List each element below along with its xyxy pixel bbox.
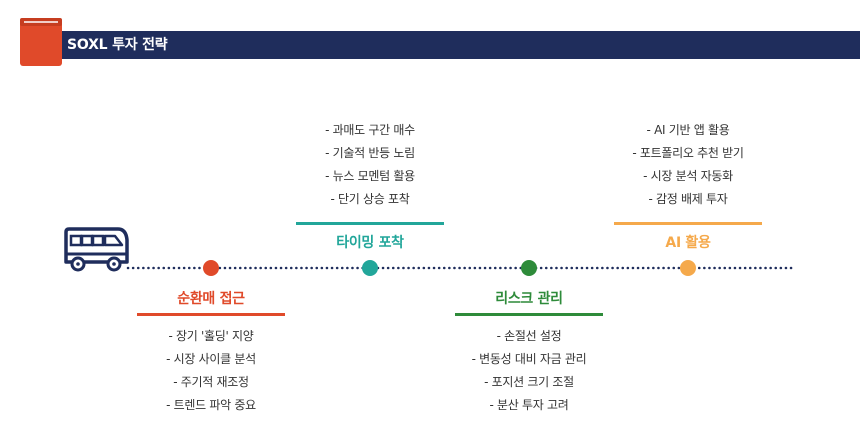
stage-underline-4: [614, 222, 762, 225]
header-bar: [40, 31, 860, 59]
timeline-node-3: [521, 260, 537, 276]
list-item: - 분산 투자 고려: [489, 398, 569, 412]
list-item: - 뉴스 모멘텀 활용: [325, 169, 415, 183]
list-item: - 과매도 구간 매수: [325, 123, 415, 137]
list-item: - AI 기반 앱 활용: [646, 123, 730, 137]
timeline-node-1: [203, 260, 219, 276]
timeline-node-2: [362, 260, 378, 276]
list-item: - 장기 '홀딩' 지양: [168, 329, 254, 343]
stage-title-3: 리스크 관리: [495, 291, 563, 307]
bus-icon: [64, 227, 129, 272]
stage-title-4: AI 활용: [665, 235, 711, 251]
list-item: - 포트폴리오 추천 받기: [632, 146, 744, 160]
stage-title-2: 타이밍 포착: [336, 235, 404, 251]
stage-list-4: - AI 기반 앱 활용 - 포트폴리오 추천 받기 - 시장 분석 자동화 -…: [593, 119, 783, 211]
page-title: SOXL 투자 전략: [67, 37, 168, 53]
stage-list-3: - 손절선 설정 - 변동성 대비 자금 관리 - 포지션 크기 조절 - 분산…: [434, 325, 624, 417]
list-item: - 시장 사이클 분석: [166, 352, 256, 366]
list-item: - 손절선 설정: [496, 329, 562, 343]
list-item: - 기술적 반등 노림: [325, 146, 415, 160]
list-item: - 변동성 대비 자금 관리: [471, 352, 587, 366]
list-item: - 주기적 재조정: [173, 375, 249, 389]
stage-underline-2: [296, 222, 444, 225]
list-item: - 단기 상승 포착: [330, 192, 410, 206]
stage-title-1: 순환매 접근: [177, 291, 245, 307]
stage-list-2: - 과매도 구간 매수 - 기술적 반등 노림 - 뉴스 모멘텀 활용 - 단기…: [275, 119, 465, 211]
timeline-node-4: [680, 260, 696, 276]
stage-underline-3: [455, 313, 603, 316]
stage-list-1: - 장기 '홀딩' 지양 - 시장 사이클 분석 - 주기적 재조정 - 트렌드…: [116, 325, 306, 417]
list-item: - 트렌드 파악 중요: [166, 398, 256, 412]
stage-underline-1: [137, 313, 285, 316]
list-item: - 포지션 크기 조절: [484, 375, 574, 389]
list-item: - 감정 배제 투자: [648, 192, 728, 206]
list-item: - 시장 분석 자동화: [643, 169, 733, 183]
book-icon: [20, 18, 62, 66]
